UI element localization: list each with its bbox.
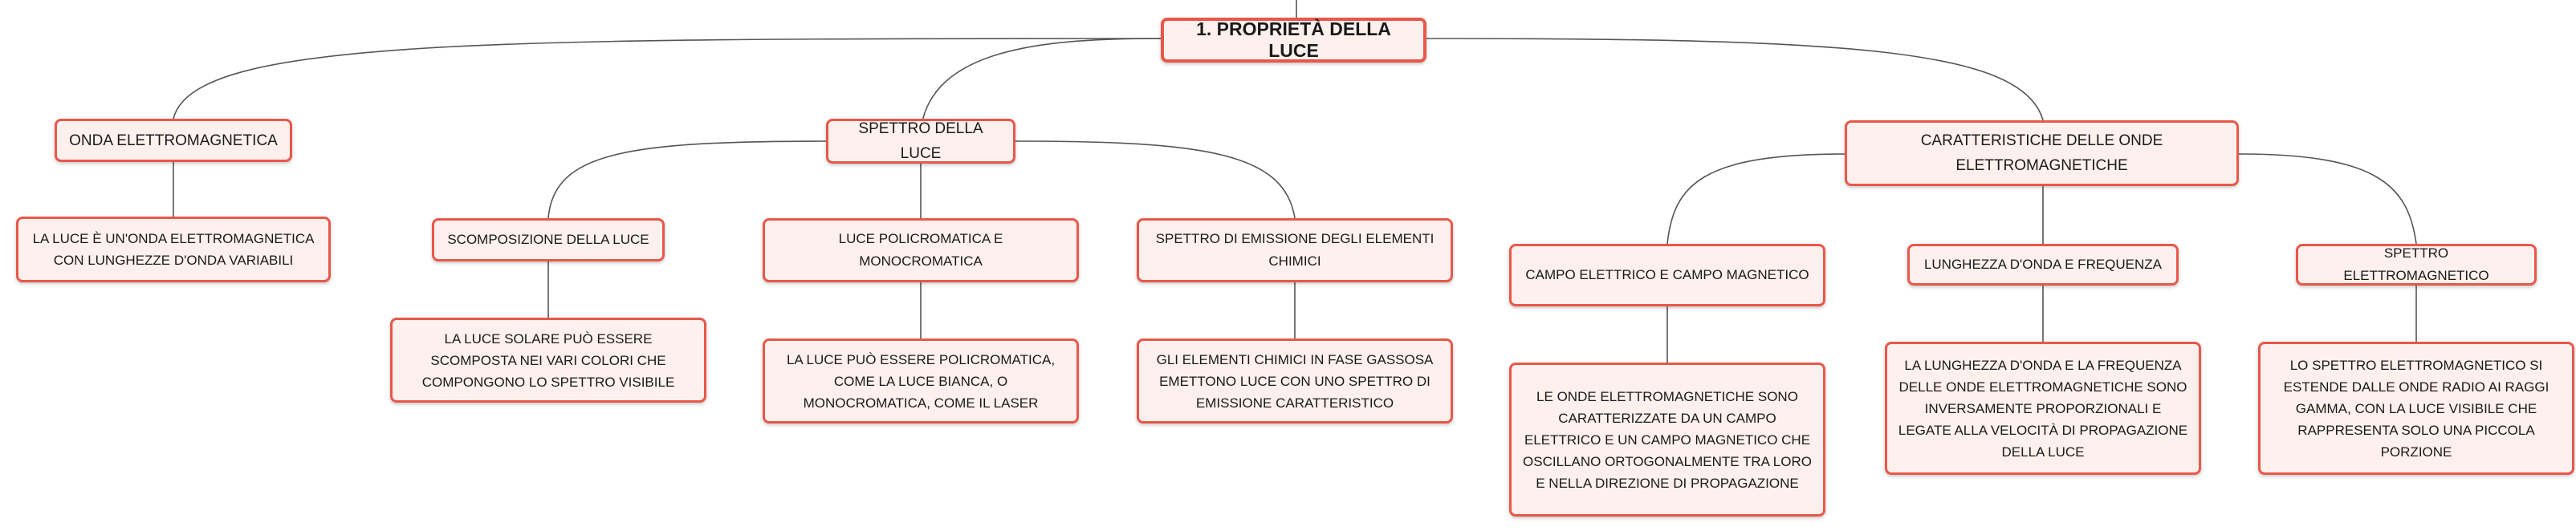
leaf-emissione[interactable]: GLI ELEMENTI CHIMICI IN FASE GASSOSA EME…: [1137, 338, 1453, 424]
topic-spettro-della-luce-label: SPETTRO DELLA LUCE: [858, 120, 983, 162]
leaf-policromatica-text: LA LUCE PUÒ ESSERE POLICROMATICA, COME L…: [786, 351, 1056, 411]
connector-root-onda: [173, 38, 1162, 120]
subtopic-spettro-em[interactable]: SPETTRO ELETTROMAGNETICO: [2296, 244, 2537, 286]
connector-caratteristiche-campo: [1666, 153, 1846, 245]
leaf-onda-elettromagnetica-text: LA LUCE È UN'ONDA ELETTROMAGNETICA CON L…: [32, 231, 315, 268]
leaf-spettro-em-text: LO SPETTRO ELETTROMAGNETICO SI ESTENDE D…: [2283, 357, 2550, 460]
connector-caratteristiche-spettro-em: [2238, 153, 2417, 245]
leaf-campo-text: LE ONDE ELETTROMAGNETICHE SONO CARATTERI…: [1523, 388, 1812, 491]
topic-caratteristiche-onde-label: CARATTERISTICHE DELLE ONDE ELETTROMAGNET…: [1920, 132, 2163, 174]
leaf-lunghezza-text: LA LUNGHEZZA D'ONDA E LA FREQUENZA DELLE…: [1898, 357, 2188, 460]
leaf-policromatica[interactable]: LA LUCE PUÒ ESSERE POLICROMATICA, COME L…: [763, 338, 1079, 424]
subtopic-spettro-em-label: SPETTRO ELETTROMAGNETICO: [2343, 245, 2489, 283]
leaf-spettro-em[interactable]: LO SPETTRO ELETTROMAGNETICO SI ESTENDE D…: [2258, 342, 2574, 475]
topic-spettro-della-luce[interactable]: SPETTRO DELLA LUCE: [826, 119, 1015, 164]
connector-root-spettro: [920, 38, 1162, 131]
connector-spettro-emissione: [1015, 140, 1296, 219]
subtopic-emissione-label: SPETTRO DI EMISSIONE DEGLI ELEMENTI CHIM…: [1155, 231, 1435, 269]
leaf-onda-elettromagnetica[interactable]: LA LUCE È UN'ONDA ELETTROMAGNETICA CON L…: [16, 217, 331, 282]
subtopic-lunghezza-label: LUNGHEZZA D'ONDA E FREQUENZA: [1923, 257, 2163, 272]
subtopic-scomposizione[interactable]: SCOMPOSIZIONE DELLA LUCE: [432, 218, 665, 261]
root-topic-label: 1. PROPRIETÀ DELLA LUCE: [1196, 18, 1391, 61]
subtopic-policromatica[interactable]: LUCE POLICROMATICA E MONOCROMATICA: [763, 218, 1079, 282]
leaf-scomposizione-text: LA LUCE SOLARE PUÒ ESSERE SCOMPOSTA NEI …: [421, 330, 675, 390]
leaf-scomposizione[interactable]: LA LUCE SOLARE PUÒ ESSERE SCOMPOSTA NEI …: [390, 318, 706, 403]
subtopic-emissione[interactable]: SPETTRO DI EMISSIONE DEGLI ELEMENTI CHIM…: [1137, 218, 1453, 282]
subtopic-scomposizione-label: SCOMPOSIZIONE DELLA LUCE: [447, 232, 649, 247]
connector-root-caratteristiche: [1426, 38, 2044, 121]
root-topic[interactable]: 1. PROPRIETÀ DELLA LUCE: [1161, 18, 1426, 63]
leaf-lunghezza[interactable]: LA LUNGHEZZA D'ONDA E LA FREQUENZA DELLE…: [1885, 342, 2201, 475]
subtopic-lunghezza[interactable]: LUNGHEZZA D'ONDA E FREQUENZA: [1907, 244, 2179, 286]
subtopic-campo[interactable]: CAMPO ELETTRICO E CAMPO MAGNETICO: [1509, 244, 1825, 306]
topic-onda-elettromagnetica[interactable]: ONDA ELETTROMAGNETICA: [55, 119, 292, 162]
leaf-campo[interactable]: LE ONDE ELETTROMAGNETICHE SONO CARATTERI…: [1509, 363, 1825, 517]
topic-caratteristiche-onde[interactable]: CARATTERISTICHE DELLE ONDE ELETTROMAGNET…: [1845, 120, 2239, 186]
topic-onda-elettromagnetica-label: ONDA ELETTROMAGNETICA: [69, 132, 278, 149]
leaf-emissione-text: GLI ELEMENTI CHIMICI IN FASE GASSOSA EME…: [1156, 351, 1434, 411]
connector-spettro-scomposizione: [547, 140, 827, 219]
subtopic-campo-label: CAMPO ELETTRICO E CAMPO MAGNETICO: [1525, 267, 1809, 282]
subtopic-policromatica-label: LUCE POLICROMATICA E MONOCROMATICA: [838, 231, 1003, 269]
